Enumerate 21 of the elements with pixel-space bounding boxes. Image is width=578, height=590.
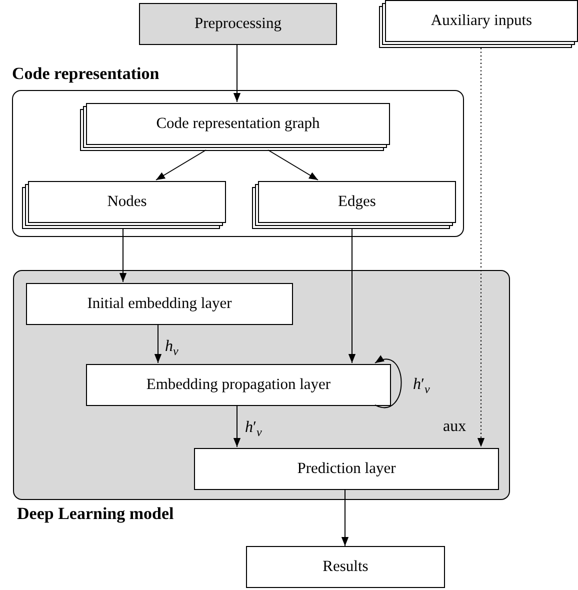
- arrow: [233, 404, 241, 448]
- edge-label: h′$_{v}$: [245, 420, 262, 438]
- arrow: [154, 324, 162, 364]
- group-heading: Code representation: [12, 64, 160, 84]
- arrow: [233, 44, 241, 102]
- arrow: [119, 228, 127, 282]
- edge-label: h′$_{v}$: [413, 377, 430, 396]
- arrow: [348, 228, 356, 364]
- process-box: Prediction layer: [194, 448, 499, 490]
- arrow: [156, 150, 206, 180]
- edge-label: aux: [443, 419, 466, 435]
- process-box: Embedding propagation layer: [86, 364, 391, 406]
- process-box: Initial embedding layer: [26, 283, 293, 325]
- group-heading: Deep Learning model: [17, 504, 174, 524]
- arrow: [374, 356, 402, 408]
- process-box: Results: [246, 546, 445, 588]
- arrow: [477, 48, 485, 448]
- arrow: [341, 488, 349, 546]
- edge-label: h$_{v}$: [165, 339, 178, 358]
- process-box: Preprocessing: [139, 3, 337, 45]
- arrow: [268, 150, 318, 180]
